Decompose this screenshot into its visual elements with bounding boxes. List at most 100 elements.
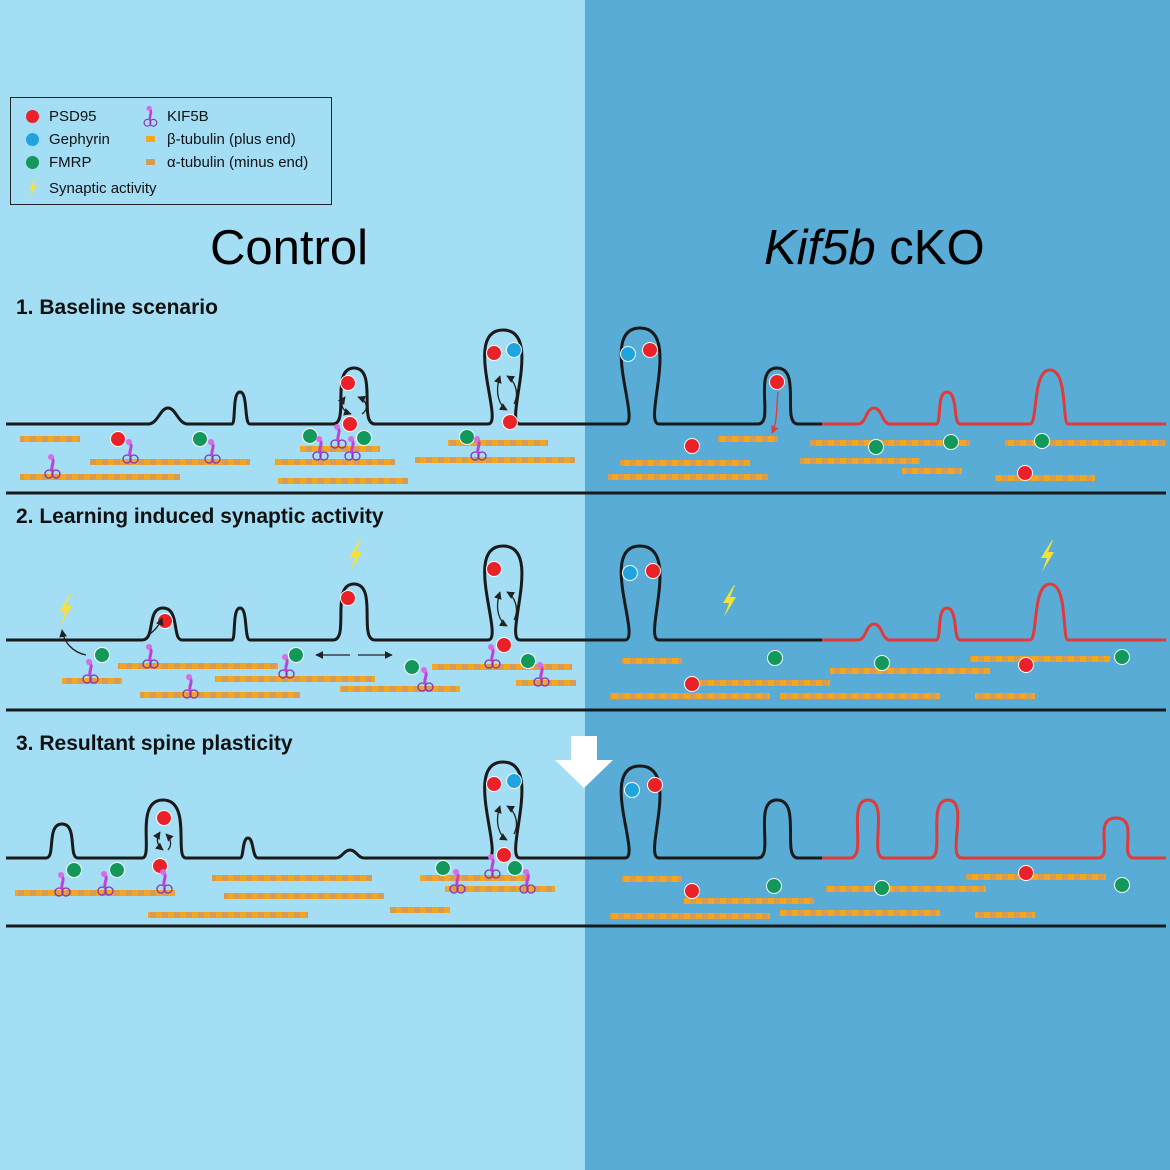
transport-arrow [506,805,518,835]
microtubule [718,436,778,442]
psd95-dot [486,776,502,792]
microtubule [448,440,548,446]
panel-title-plasticity: 3. Resultant spine plasticity [16,732,293,755]
gephyrin-dot [624,782,640,798]
legend-item-fmrp: FMRP [21,152,92,172]
microtubule [902,468,962,474]
microtubule [966,874,1106,880]
kinesin-motor-icon [142,105,159,127]
microtubule [610,693,770,699]
microtubule [700,680,830,686]
cko-background [585,0,1170,1170]
microtubule [975,693,1035,699]
psd95-dot [486,345,502,361]
microtubule [622,876,682,882]
microtubule [415,457,575,463]
dendrite-membrane-cko [822,368,1166,426]
microtubule [20,436,80,442]
fmrp-dot [520,653,536,669]
blue-dot-icon [25,132,39,146]
psd95-dot [684,883,700,899]
legend-item-activity: Synaptic activity [21,178,157,198]
fmrp-dot [1114,649,1130,665]
cko-gene-name: Kif5b [764,221,876,275]
psd95-dot [156,810,172,826]
microtubule [516,680,576,686]
microtubule [90,459,250,465]
fmrp-dot [943,434,959,450]
psd95-dot [1018,657,1034,673]
synaptic-activity-bolt [723,585,736,617]
psd95-dot [642,342,658,358]
psd95-dot [486,561,502,577]
microtubule [390,907,450,913]
panel-title-learning: 2. Learning induced synaptic activity [16,505,384,528]
psd95-dot [342,416,358,432]
synaptic-activity-bolt [1041,540,1054,572]
transport-arrow [357,395,368,415]
fmrp-dot [1114,877,1130,893]
fmrp-dot [404,659,420,675]
synaptic-activity-bolt [349,540,362,572]
transport-arrow [146,617,164,637]
psd95-dot [1017,465,1033,481]
control-title: Control [210,221,368,275]
psd95-dot [496,847,512,863]
fmrp-dot [874,880,890,896]
legend-item-alpha-tubulin: α-tubulin (minus end) [139,152,308,172]
dendrite-membrane [6,760,822,860]
microtubule [212,875,372,881]
transport-arrow [59,629,87,656]
microtubule [780,693,940,699]
fmrp-dot [459,429,475,445]
psd95-dot [684,438,700,454]
microtubule [340,686,460,692]
legend-item-kif5b: KIF5B [139,105,209,127]
psd95-dot [496,637,512,653]
microtubule [622,658,682,664]
lightning-bolt-icon [28,178,37,198]
microtubule [830,668,990,674]
microtubule [684,898,814,904]
exchange-arrow [337,396,352,416]
dendrite-membrane [6,544,822,642]
gephyrin-dot [620,346,636,362]
legend-box: PSD95 Gephyrin FMRP Synaptic activity KI… [10,97,332,205]
transport-arrow [165,833,174,851]
transport-arrow [506,375,518,405]
psd95-dot [1018,865,1034,881]
psd95-dot [645,563,661,579]
psd95-dot [157,613,173,629]
exchange-arrow [152,831,164,851]
result-arrow-icon [555,736,613,788]
psd95-dot [769,374,785,390]
microtubule [300,446,380,452]
microtubule [620,460,750,466]
microtubule [1005,440,1165,446]
microtubule [62,678,122,684]
psd95-dot [340,590,356,606]
exchange-arrow [494,591,508,627]
microtubule [215,676,375,682]
fmrp-dot [66,862,82,878]
dendrite-membrane-cko [822,582,1166,642]
microtubule [608,474,768,480]
beta-tubulin-icon [145,136,155,142]
psd95-dot [502,414,518,430]
gephyrin-dot [506,773,522,789]
psd95-dot [647,777,663,793]
dendrite-membrane [6,326,822,426]
microtubule [432,664,572,670]
red-dot-icon [25,109,39,123]
dendrite-membrane-cko [822,798,1166,860]
cko-title: Kif5b cKO [764,220,985,276]
synaptic-activity-bolt [59,594,72,626]
microtubule [118,663,278,669]
microtubule [20,474,180,480]
microtubule [995,475,1095,481]
transport-arrow [506,591,518,621]
psd95-dot [110,431,126,447]
fmrp-dot [302,428,318,444]
psd95-dot [684,676,700,692]
